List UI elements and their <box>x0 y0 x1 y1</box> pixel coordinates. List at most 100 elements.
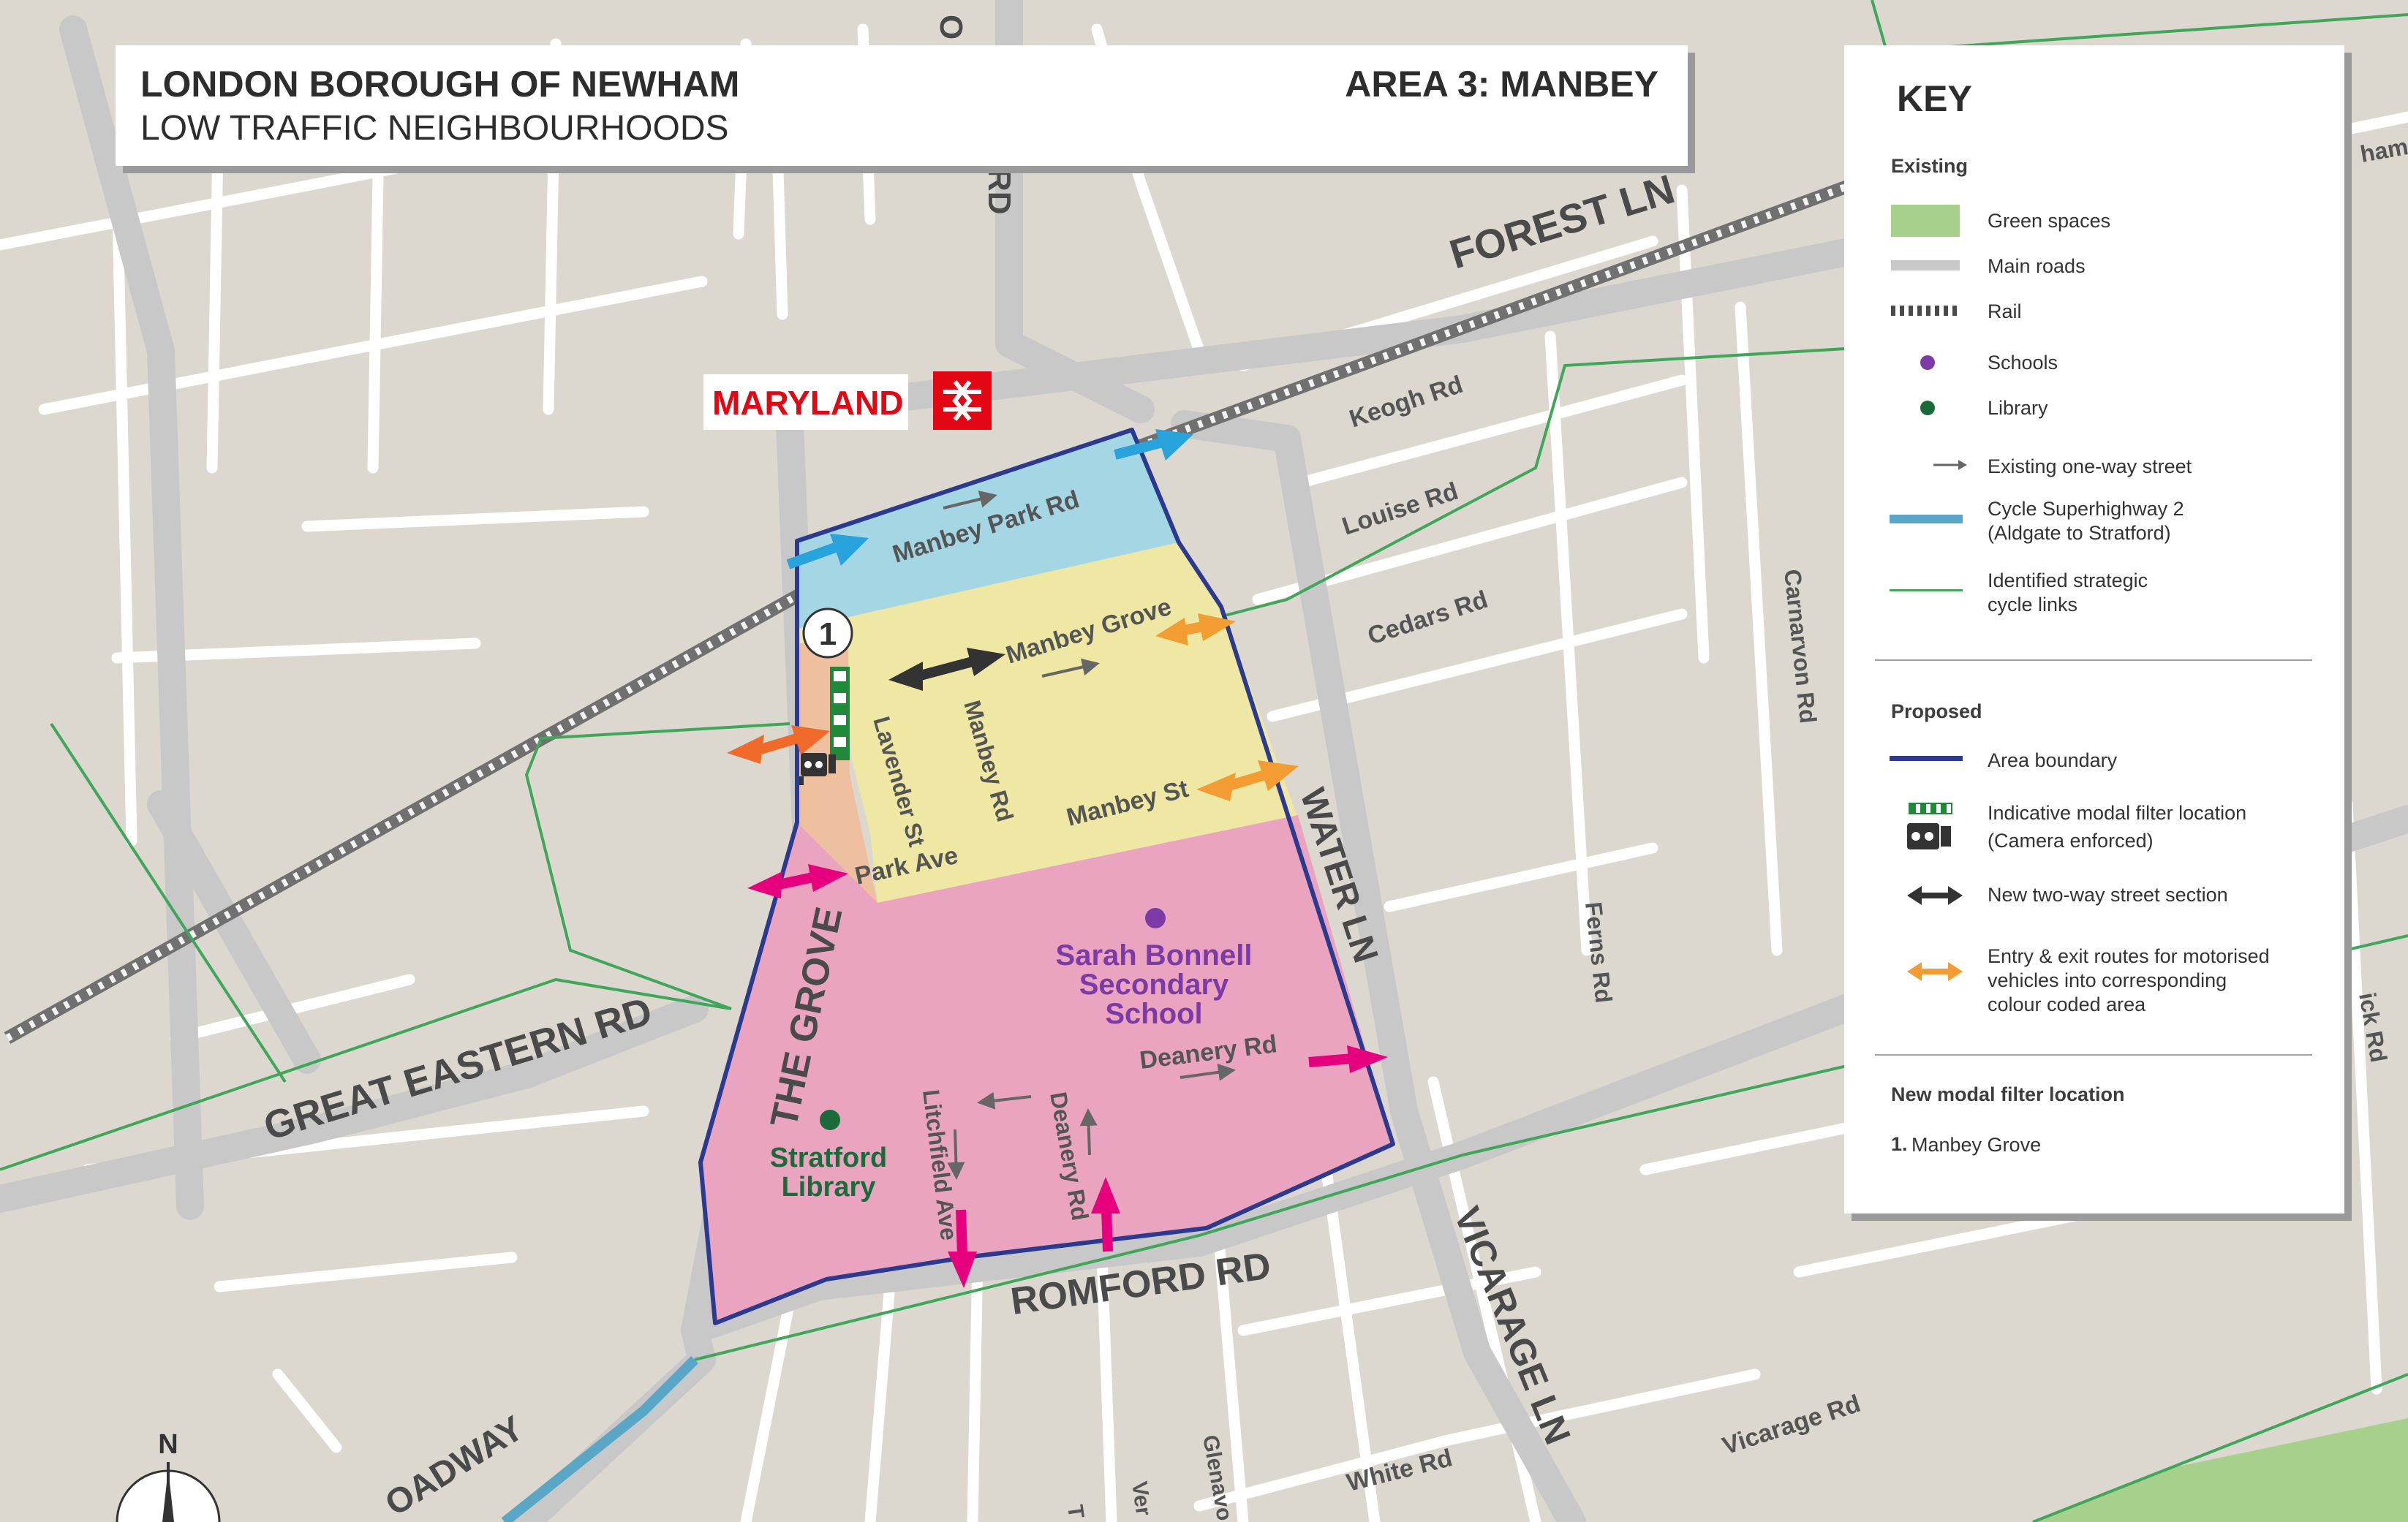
rail-line-ties <box>5 179 1859 1042</box>
zone-blue <box>797 430 1179 629</box>
one-way-arrow <box>977 1091 1032 1110</box>
two-way-arrow-icon <box>1907 886 1963 905</box>
cycle-superhighway-line-icon <box>1890 515 1963 523</box>
map-key: KEY Existing Green spaces Main roads Rai… <box>1844 45 2344 1214</box>
key-label: Entry & exit routes for motorised <box>1988 945 2270 967</box>
magenta-arrow-head <box>747 871 782 898</box>
compass-label: N <box>158 1429 178 1460</box>
north-arrow-icon <box>116 1462 221 1522</box>
key-label: (Camera enforced) <box>1988 830 2154 852</box>
orange-arrow-head <box>1196 773 1236 801</box>
key-label: Area boundary <box>1988 749 2118 771</box>
key-title: KEY <box>1897 78 1972 119</box>
magenta-arrow-head <box>1347 1045 1388 1073</box>
one-way-arrow-icon <box>1933 460 1967 470</box>
key-existing-heading: Existing <box>1891 155 1969 177</box>
school-label-line3: School <box>1105 998 1202 1030</box>
cycle-link-line-icon <box>1890 589 1963 591</box>
blue-exit-arrow-head <box>1155 429 1193 461</box>
page-title: LONDON BOROUGH OF NEWHAM <box>140 64 740 105</box>
page-subtitle: LOW TRAFFIC NEIGHBOURHOODS <box>140 109 729 148</box>
red-orange-arrow-head <box>791 725 830 755</box>
orange-arrow-head <box>1155 618 1188 645</box>
new-filter-label: Manbey Grove <box>1911 1134 2042 1156</box>
green-space <box>2033 1418 2408 1522</box>
green-swatch-icon <box>1891 205 1960 237</box>
orange-arrow-manbey-st <box>1226 770 1267 791</box>
one-way-arrow <box>1041 658 1100 678</box>
station-label-box: MARYLAND <box>703 374 908 430</box>
one-way-arrow <box>1180 1063 1236 1081</box>
rail-line-icon <box>1891 306 1960 316</box>
one-way-arrows <box>943 491 1236 1180</box>
zone-pink <box>701 815 1393 1323</box>
magenta-exit-deanery-rd <box>1308 1053 1354 1067</box>
key-label: colour coded area <box>1988 993 2146 1015</box>
key-divider <box>1875 1054 2312 1056</box>
blue-entry-arrow-head <box>830 534 869 566</box>
key-label: Existing one-way street <box>1988 455 2192 477</box>
magenta-arrow-head <box>1091 1177 1120 1214</box>
filter-number: 1 <box>819 616 837 652</box>
key-label: Green spaces <box>1988 210 2111 232</box>
new-filter-number: 1. <box>1891 1133 1908 1155</box>
street-label-ver: Ver <box>1127 1480 1155 1517</box>
school-label-line1: Sarah Bonnell <box>1056 939 1253 972</box>
magenta-arrow-head <box>948 1252 977 1288</box>
entry-exit-arrows <box>727 429 1388 1288</box>
key-divider <box>1875 659 2312 661</box>
entry-exit-arrow-icon <box>1907 962 1963 981</box>
blue-exit-arrow <box>1114 437 1164 460</box>
area-title: AREA 3: MANBEY <box>1345 64 1658 105</box>
street-label-t: T <box>1063 1503 1088 1520</box>
key-new-filter-heading: New modal filter location <box>1891 1083 2125 1105</box>
one-way-arrow <box>947 1129 965 1180</box>
red-orange-arrow-head <box>727 735 764 764</box>
area-boundary <box>698 428 1395 1325</box>
school-dot-icon <box>1920 355 1935 370</box>
key-label: cycle links <box>1988 594 2078 616</box>
library-dot <box>820 1110 840 1130</box>
school-dot <box>1145 908 1166 928</box>
library-label-line1: Stratford <box>770 1143 887 1173</box>
key-label: Identified strategic <box>1988 569 2148 591</box>
key-label: Library <box>1988 397 2048 419</box>
blue-entry-arrow <box>786 542 839 569</box>
national-rail-icon <box>933 371 992 430</box>
key-label: Indicative modal filter location <box>1988 802 2247 824</box>
magenta-arrow-park-ave <box>777 872 815 890</box>
road-label-top-rd: RD <box>981 168 1017 215</box>
road-label-top-o: O <box>933 15 969 39</box>
area-boundary-line-icon <box>1890 756 1963 761</box>
key-label: Rail <box>1988 300 2022 322</box>
key-label: vehicles into corresponding <box>1988 969 2227 991</box>
key-label: Cycle Superhighway 2 <box>1988 498 2184 520</box>
cycle-superhighway-2 <box>501 1356 698 1522</box>
magenta-arrow-head <box>808 864 848 892</box>
library-label-line2: Library <box>782 1172 876 1203</box>
key-label: Schools <box>1988 352 2058 374</box>
new-two-way-section <box>888 648 1005 691</box>
school-label-line2: Secondary <box>1079 969 1229 1001</box>
magenta-exit-litchfield <box>956 1209 967 1257</box>
camera-icon <box>799 753 836 785</box>
one-way-arrow <box>1079 1108 1098 1156</box>
orange-arrow-head <box>1258 760 1299 791</box>
modal-filter-icon <box>1909 803 1952 814</box>
camera-icon <box>1907 823 1951 849</box>
orange-arrow-head <box>1198 613 1236 641</box>
modal-filter-manbey-grove[interactable] <box>830 667 850 760</box>
title-panel: LONDON BOROUGH OF NEWHAM LOW TRAFFIC NEI… <box>116 45 1688 166</box>
key-label: Main roads <box>1988 255 2086 277</box>
key-proposed-heading: Proposed <box>1891 700 1982 722</box>
red-orange-arrow <box>758 733 799 754</box>
one-way-arrow <box>943 491 997 510</box>
library-dot-icon <box>1920 401 1935 415</box>
key-label: New two-way street section <box>1988 884 2228 906</box>
magenta-entry-deanery-rd <box>1101 1209 1113 1252</box>
key-label: (Aldgate to Stratford) <box>1988 522 2171 544</box>
main-road-line-icon <box>1891 260 1960 270</box>
filter-number-marker <box>802 607 853 659</box>
station-name: MARYLAND <box>712 384 904 422</box>
